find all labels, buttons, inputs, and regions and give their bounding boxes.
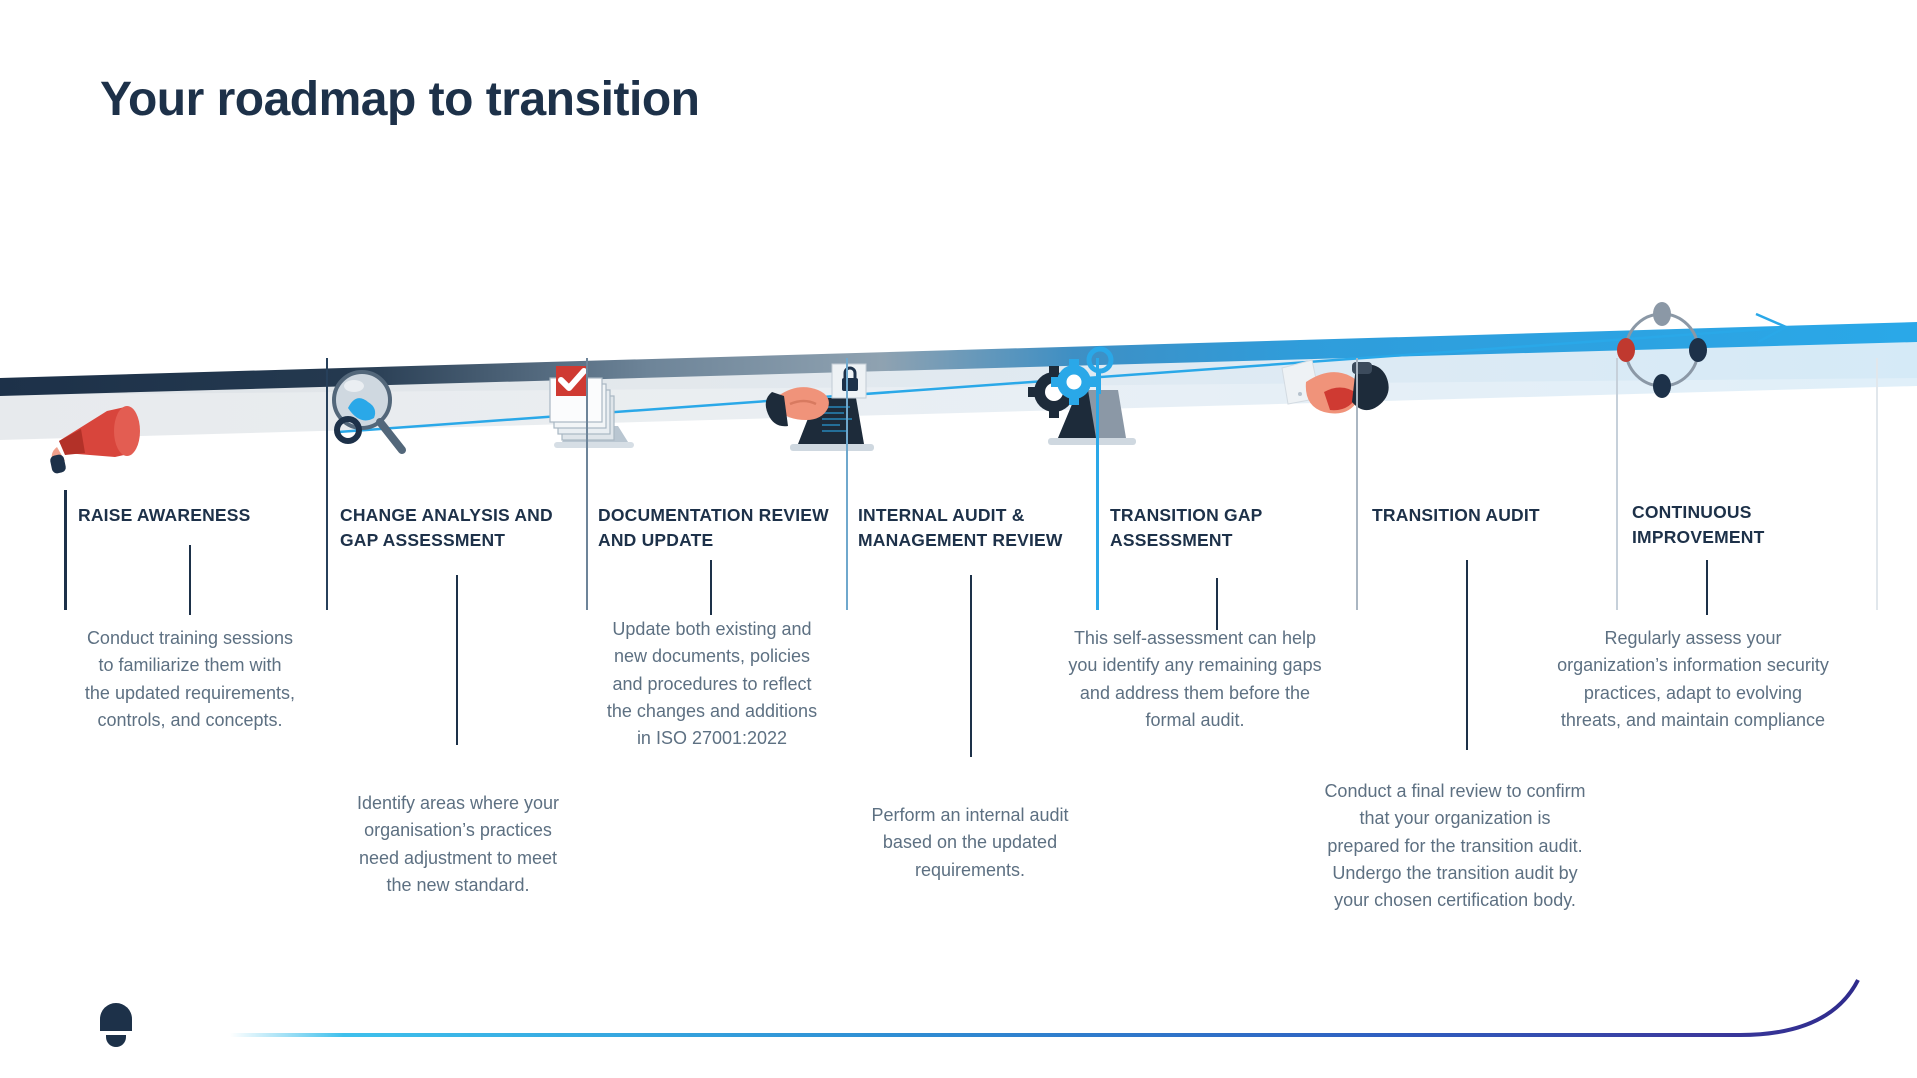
step-stem [189,545,191,615]
handshake-icon [1281,359,1389,414]
cycle-circle-icon [1617,302,1707,398]
gears-laptop-icon [1028,346,1136,445]
documents-checkmark-icon [549,366,634,448]
step-divider [1616,358,1618,610]
step-stem [710,560,712,615]
step-description-transition-gap-assessment: This self-assessment can help you identi… [1068,628,1322,731]
step-description-internal-audit-and-management-review: Perform an internal audit based on the u… [871,805,1069,880]
step-stem [1216,578,1218,630]
step-description-transition-audit: Conduct a final review to confirm that y… [1324,781,1586,911]
roadmap-ramp-illustration [0,322,1917,440]
step-divider [586,358,588,610]
step-label-change-analysis-and-gap-assessment: CHANGE ANALYSIS AND GAP ASSESSMENT [340,505,553,550]
step-label-continuous-improvement: CONTINUOUS IMPROVEMENT [1632,502,1765,547]
footer-gradient-line [230,979,1860,1037]
step-stem [970,575,972,757]
step-stem [1706,560,1708,615]
step-description-raise-awareness: Conduct training sessions to familiarize… [84,628,296,731]
step-divider [64,490,67,610]
step-description-documentation-review-and-update: Update both existing and new documents, … [606,619,818,749]
step-divider [846,358,848,610]
step-divider [1096,358,1099,610]
step-divider [1356,358,1358,610]
step-label-transition-gap-assessment: TRANSITION GAP ASSESSMENT [1110,505,1263,550]
step-stem [456,575,458,745]
step-label-documentation-review-and-update: DOCUMENTATION REVIEW AND UPDATE [598,505,829,550]
step-description-continuous-improvement: Regularly assess your organization’s inf… [1557,628,1829,731]
step-label-transition-audit: TRANSITION AUDIT [1372,505,1540,525]
brand-logo-mark [100,1003,132,1047]
magnifying-glass-icon [332,370,406,454]
step-divider [326,358,328,610]
step-label-raise-awareness: RAISE AWARENESS [78,505,251,525]
step-stem [1466,560,1468,750]
page-title: Your roadmap to transition [100,73,700,126]
step-description-change-analysis-and-gap-assessment: Identify areas where your organisation’s… [356,793,560,896]
megaphone-icon [50,406,140,474]
step-label-internal-audit-and-management-review: INTERNAL AUDIT & MANAGEMENT REVIEW [858,505,1063,550]
step-divider-end [1876,358,1878,610]
